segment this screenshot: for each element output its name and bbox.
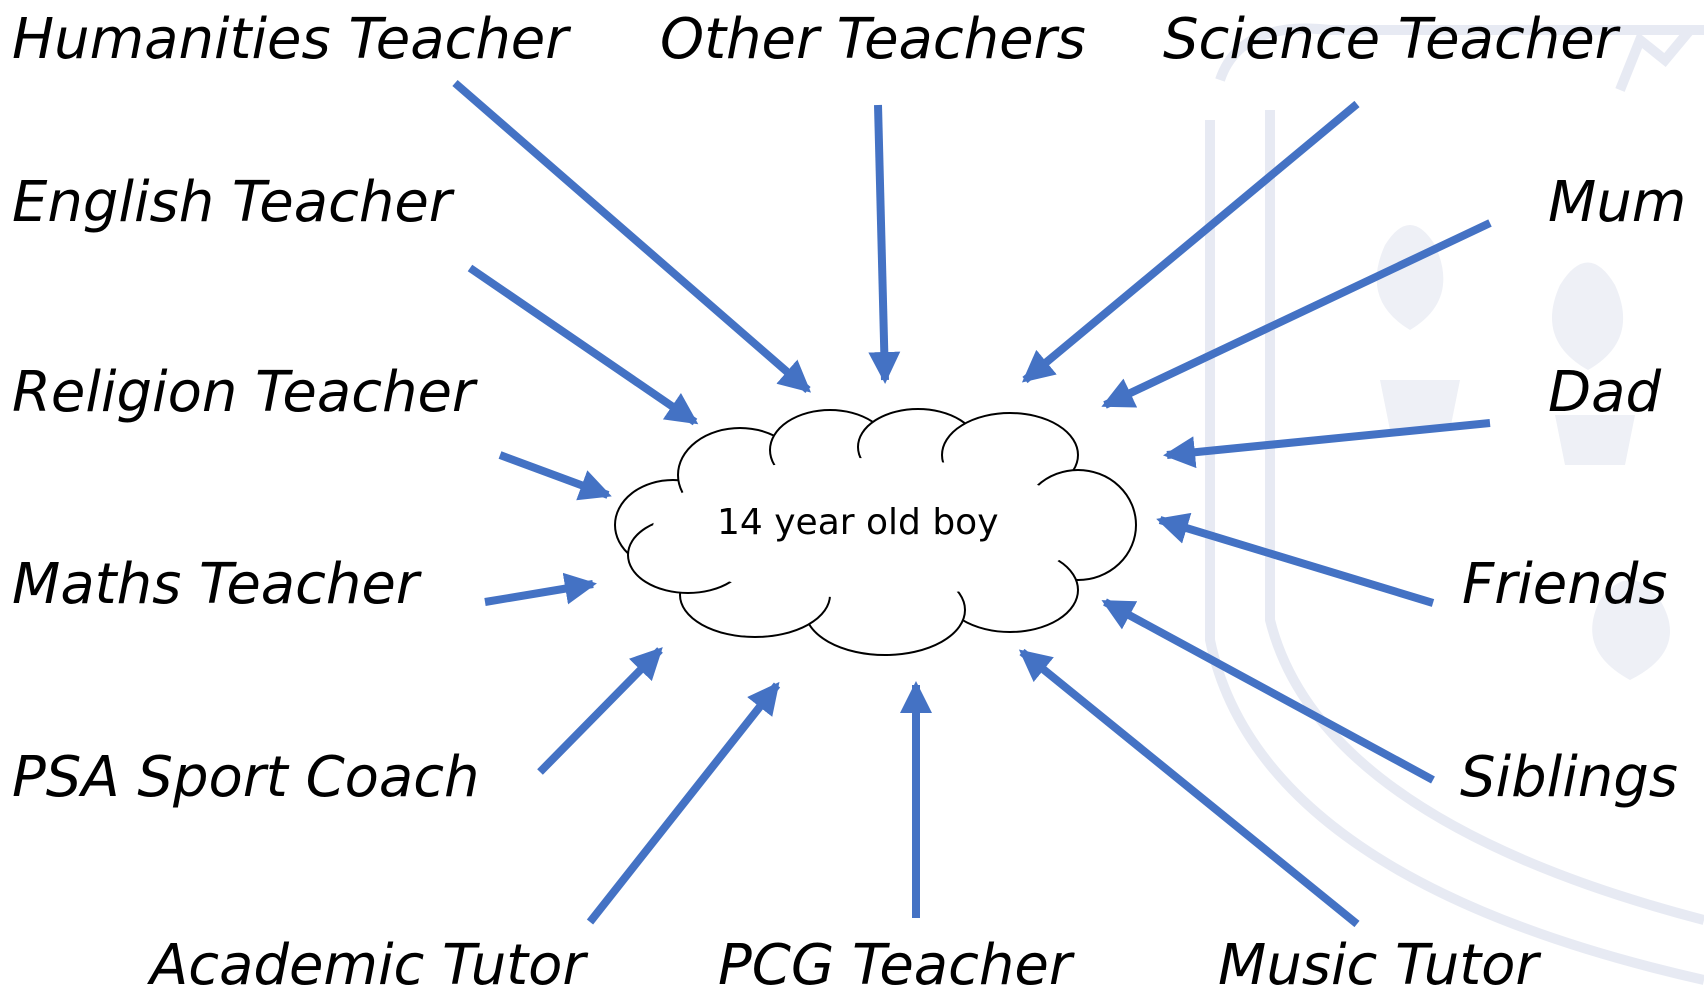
center-label: 14 year old boy	[717, 502, 999, 543]
arrow-dad	[1163, 419, 1491, 469]
arrow-other-teachers	[868, 104, 901, 384]
label-maths-teacher: Maths Teacher	[12, 552, 419, 617]
label-english-teacher: English Teacher	[12, 170, 452, 235]
label-siblings: Siblings	[1460, 745, 1678, 810]
label-humanities-teacher: Humanities Teacher	[12, 7, 569, 72]
arrow-maths-teacher	[484, 572, 597, 606]
label-music-tutor: Music Tutor	[1218, 933, 1539, 997]
label-religion-teacher: Religion Teacher	[12, 360, 475, 425]
label-science-teacher: Science Teacher	[1163, 7, 1618, 72]
label-friends: Friends	[1462, 552, 1668, 617]
arrows-group	[452, 79, 1492, 928]
arrow-english-teacher	[467, 264, 699, 426]
arrow-siblings	[1101, 598, 1435, 784]
crest-watermark	[1205, 23, 1704, 985]
arrow-science-teacher	[1021, 100, 1360, 384]
center-cloud	[614, 408, 1137, 656]
arrow-friends	[1156, 512, 1435, 607]
label-psa-sport-coach: PSA Sport Coach	[12, 745, 480, 810]
arrow-music-tutor	[1018, 648, 1360, 928]
label-other-teachers: Other Teachers	[660, 7, 1086, 72]
label-pcg-teacher: PCG Teacher	[718, 933, 1072, 997]
arrow-academic-tutor	[586, 681, 781, 925]
arrow-religion-teacher	[498, 451, 612, 501]
arrow-humanities-teacher	[452, 79, 812, 394]
arrow-psa-sport-coach	[537, 647, 663, 775]
arrow-mum	[1101, 219, 1492, 409]
label-academic-tutor: Academic Tutor	[150, 933, 586, 997]
label-dad: Dad	[1548, 360, 1661, 425]
label-mum: Mum	[1548, 170, 1687, 235]
